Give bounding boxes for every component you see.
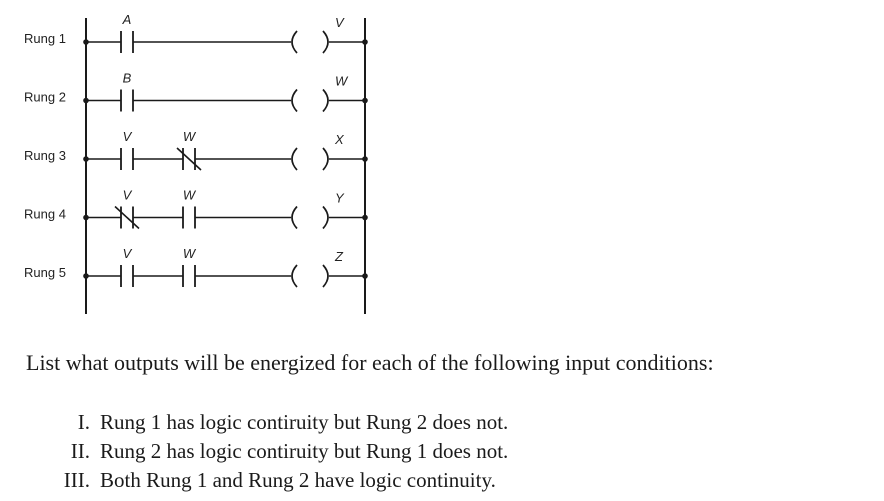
contact-label: V	[123, 188, 133, 203]
contact-label: A	[122, 12, 132, 27]
condition-text: Rung 1 has logic contiruity but Rung 2 d…	[100, 410, 509, 434]
condition-item: III. Both Rung 1 and Rung 2 have logic co…	[40, 466, 508, 495]
condition-number: I.	[77, 410, 90, 434]
rung-node-dot	[362, 273, 368, 279]
condition-text: Rung 2 has logic contiruity but Rung 1 d…	[100, 439, 509, 463]
no-contact: V	[120, 246, 134, 287]
condition-item: II. Rung 2 has logic contiruity but Rung …	[40, 437, 509, 466]
coil-left-arc	[291, 147, 298, 171]
coil-left-arc	[291, 205, 298, 230]
rung-node-dot	[362, 156, 368, 162]
contact-label: B	[123, 71, 132, 86]
ladder-diagram: Rung 1 A V Rung 2 B W Rung 3 V W X Rung 4 V W Y Rung 5…	[24, 12, 368, 314]
condition-number: III.	[63, 468, 90, 492]
rung-label: Rung 2	[24, 90, 66, 105]
output-coil: V	[291, 15, 345, 54]
contact-label: W	[183, 129, 197, 144]
coil-left-arc	[291, 88, 298, 113]
no-contact: W	[182, 188, 197, 229]
output-coil: Z	[291, 249, 344, 288]
rung-label: Rung 4	[24, 207, 66, 222]
no-contact: A	[120, 12, 134, 53]
coil-right-arc	[322, 264, 329, 288]
coil-label: Z	[334, 249, 344, 264]
no-contact: V	[120, 129, 134, 170]
rung-label: Rung 3	[24, 148, 66, 163]
coil-label: V	[335, 15, 345, 30]
rung-label: Rung 5	[24, 265, 66, 280]
rung-node-dot	[362, 214, 368, 221]
coil-right-arc	[322, 147, 329, 171]
rung: Rung 5 V W Z	[24, 246, 368, 288]
coil-right-arc	[322, 30, 329, 54]
output-coil: X	[291, 132, 345, 171]
condition-text: Both Rung 1 and Rung 2 have logic contin…	[100, 468, 496, 492]
contact-label: V	[123, 246, 133, 261]
nc-contact: W	[176, 129, 202, 171]
coil-label: Y	[335, 191, 345, 206]
rung: Rung 1 A V	[24, 12, 368, 54]
coil-right-arc	[322, 205, 329, 230]
no-contact: W	[182, 246, 197, 287]
coil-right-arc	[322, 88, 329, 113]
contact-label: W	[183, 246, 197, 261]
coil-label: X	[334, 132, 345, 147]
rung: Rung 3 V W X	[24, 129, 368, 171]
output-coil: W	[291, 74, 349, 113]
no-contact: B	[120, 71, 134, 112]
contact-slash	[114, 205, 140, 230]
contact-label: V	[123, 129, 133, 144]
conditions-list: I. Rung 1 has logic contiruity but Rung 2…	[40, 408, 509, 495]
contact-label: W	[183, 188, 197, 203]
rung: Rung 2 B W	[24, 71, 368, 113]
nc-contact: V	[114, 188, 140, 230]
contact-slash	[176, 147, 202, 171]
rung-label: Rung 1	[24, 31, 66, 46]
question-text: List what outputs will be energized for …	[26, 350, 714, 375]
output-coil: Y	[291, 191, 345, 230]
coil-left-arc	[291, 264, 298, 288]
rung: Rung 4 V W Y	[24, 188, 368, 230]
rung-node-dot	[362, 39, 368, 45]
coil-left-arc	[291, 30, 298, 54]
coil-label: W	[335, 74, 349, 89]
rung-node-dot	[362, 97, 368, 104]
condition-number: II.	[70, 439, 90, 463]
condition-item: I. Rung 1 has logic contiruity but Rung 2…	[40, 408, 509, 437]
